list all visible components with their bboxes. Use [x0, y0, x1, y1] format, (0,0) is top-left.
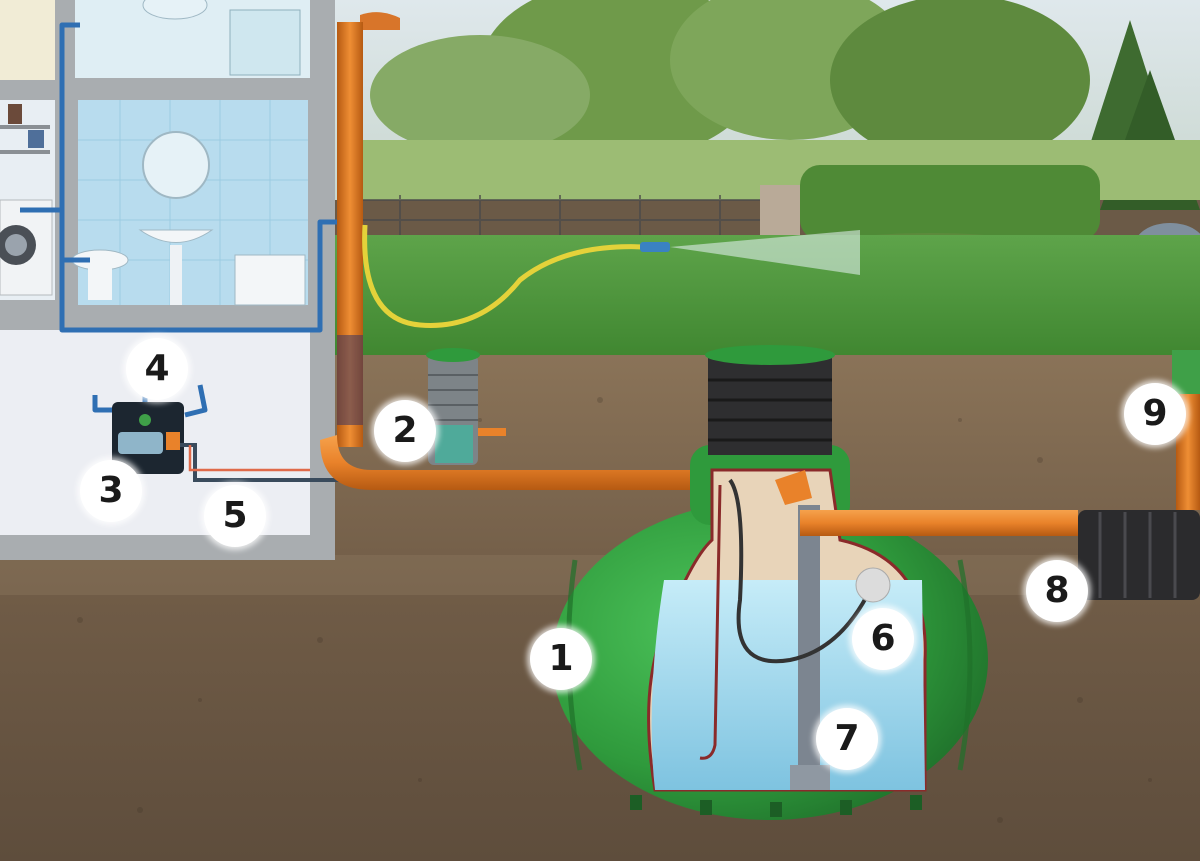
callout-8: 8: [1026, 560, 1088, 622]
downpipe: [320, 12, 690, 490]
pump-lines: [180, 443, 340, 482]
callout-1: 1: [530, 628, 592, 690]
house-cutaway: [0, 0, 335, 560]
soil-texture: [77, 397, 1152, 823]
callout-3: 3: [80, 460, 142, 522]
callout-9: 9: [1124, 383, 1186, 445]
hose-nozzle: [640, 242, 670, 252]
house-water-pipes: [20, 22, 345, 418]
garden-hose: [362, 224, 661, 328]
pump-control-unit: [112, 402, 184, 474]
overflow-pipe: [800, 510, 1078, 536]
vent-pipe: [1172, 350, 1200, 510]
callout-2: 2: [374, 400, 436, 462]
water-spray: [670, 230, 860, 275]
filter-unit: [426, 348, 506, 465]
hedge: [800, 165, 1100, 240]
soakaway-crate: [1078, 510, 1200, 600]
callout-7: 7: [816, 708, 878, 770]
callout-5: 5: [204, 485, 266, 547]
callout-4: 4: [126, 338, 188, 400]
fence: [360, 195, 800, 235]
callout-6: 6: [852, 608, 914, 670]
